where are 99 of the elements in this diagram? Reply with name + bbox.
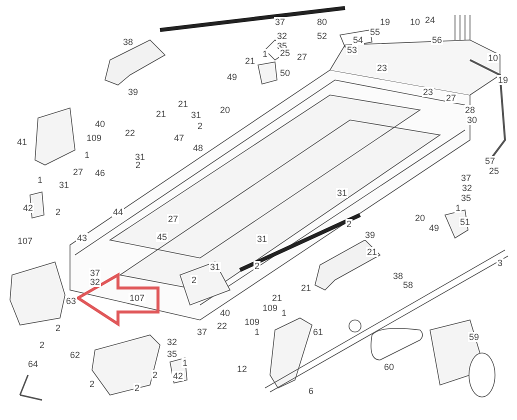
callout-number: 53 — [346, 45, 358, 55]
callout-number: 22 — [216, 321, 228, 331]
callout-number: 2 — [38, 340, 46, 350]
callout-number: 2 — [134, 383, 140, 393]
callout-number: 1 — [36, 175, 44, 185]
callout-number: 37 — [460, 173, 472, 183]
callout-number: 49 — [428, 223, 440, 233]
callout-number: 62 — [69, 350, 81, 360]
callout-number: 107 — [16, 236, 34, 246]
callout-number: 61 — [312, 327, 324, 337]
callout-number: 50 — [279, 68, 291, 78]
callout-number: 2 — [190, 275, 198, 285]
callout-number: 28 — [464, 105, 476, 115]
callout-number: 31 — [256, 234, 268, 244]
callout-number: 80 — [316, 17, 328, 27]
callout-number: 55 — [369, 27, 381, 37]
callout-number: 32 — [166, 337, 178, 347]
callout-number: 54 — [352, 35, 364, 45]
callout-number: 1 — [254, 327, 260, 337]
callout-number: 64 — [27, 359, 39, 369]
callout-number: 2 — [54, 323, 62, 333]
callout-number: 19 — [497, 75, 509, 85]
callout-number: 21 — [271, 293, 283, 303]
callout-number: 30 — [466, 115, 478, 125]
callout-number: 12 — [236, 364, 248, 374]
callout-number: 2 — [254, 261, 260, 271]
callout-number: 10 — [487, 53, 499, 63]
callout-number: 32 — [89, 277, 101, 287]
callout-number: 39 — [364, 230, 376, 240]
callout-number: 35 — [460, 193, 472, 203]
callout-number: 6 — [308, 386, 314, 396]
callout-number: 25 — [488, 166, 500, 176]
callout-number: 2 — [134, 160, 142, 170]
callout-number: 37 — [274, 17, 286, 27]
callout-number: 32 — [461, 183, 473, 193]
callout-number: 58 — [402, 280, 414, 290]
callout-number: 46 — [94, 168, 106, 178]
callout-number: 44 — [112, 207, 124, 217]
callout-number: 37 — [196, 327, 208, 337]
callout-number: 1 — [454, 203, 462, 213]
callout-number: 10 — [409, 17, 421, 27]
callout-number: 35 — [166, 349, 178, 359]
callout-number: 63 — [65, 296, 77, 306]
callout-number: 60 — [383, 362, 395, 372]
callout-number: 109 — [261, 303, 279, 313]
callout-number: 1 — [182, 358, 188, 368]
callout-number: 43 — [76, 233, 88, 243]
callout-number: 31 — [209, 262, 221, 272]
callout-number: 20 — [414, 213, 426, 223]
callout-number: 32 — [276, 31, 288, 41]
callout-number: 2 — [196, 121, 204, 131]
callout-number: 42 — [172, 371, 184, 381]
callout-number: 2 — [88, 379, 96, 389]
callout-number: 109 — [85, 133, 103, 143]
callout-number: 45 — [156, 232, 168, 242]
callout-number: 19 — [379, 17, 391, 27]
callout-number: 1 — [280, 308, 288, 318]
callout-number: 52 — [316, 31, 328, 41]
callout-number: 31 — [58, 180, 70, 190]
callout-number: 31 — [190, 110, 202, 120]
callout-number: 109 — [243, 317, 261, 327]
callout-number: 21 — [244, 56, 256, 66]
callout-number: 27 — [72, 167, 84, 177]
callout-number: 24 — [424, 15, 436, 25]
callout-number: 59 — [468, 332, 480, 342]
callout-number: 25 — [279, 48, 291, 58]
callout-number: 1 — [84, 150, 90, 160]
callout-number: 38 — [392, 271, 404, 281]
callout-number: 41 — [16, 137, 28, 147]
callout-number: 20 — [219, 105, 231, 115]
callout-number: 37 — [89, 268, 101, 278]
callout-number: 27 — [167, 214, 179, 224]
callout-number: 22 — [124, 128, 136, 138]
callout-number: 48 — [192, 143, 204, 153]
callout-number: 40 — [219, 308, 231, 318]
callout-number: 107 — [128, 293, 146, 303]
callout-number: 2 — [54, 207, 62, 217]
callout-number: 39 — [127, 87, 139, 97]
callout-number: 21 — [300, 283, 312, 293]
callout-number: 21 — [366, 247, 378, 257]
callout-number: 23 — [376, 63, 388, 73]
callout-number: 56 — [431, 35, 443, 45]
callout-number: 49 — [226, 72, 238, 82]
callout-number: 27 — [296, 52, 308, 62]
callout-number: 1 — [262, 49, 268, 59]
callout-number: 47 — [173, 133, 185, 143]
callout-number: 3 — [496, 258, 504, 268]
callout-number: 38 — [122, 37, 134, 47]
callout-number: 2 — [152, 370, 158, 380]
callout-number: 51 — [459, 217, 471, 227]
callout-number: 21 — [177, 99, 189, 109]
callout-number: 40 — [94, 119, 106, 129]
callout-number: 42 — [22, 203, 34, 213]
callout-number: 27 — [445, 93, 457, 103]
callout-number: 21 — [155, 109, 167, 119]
callout-number: 31 — [336, 188, 348, 198]
callout-number: 23 — [422, 87, 434, 97]
callout-number: 2 — [346, 219, 352, 229]
callout-number: 57 — [484, 156, 496, 166]
